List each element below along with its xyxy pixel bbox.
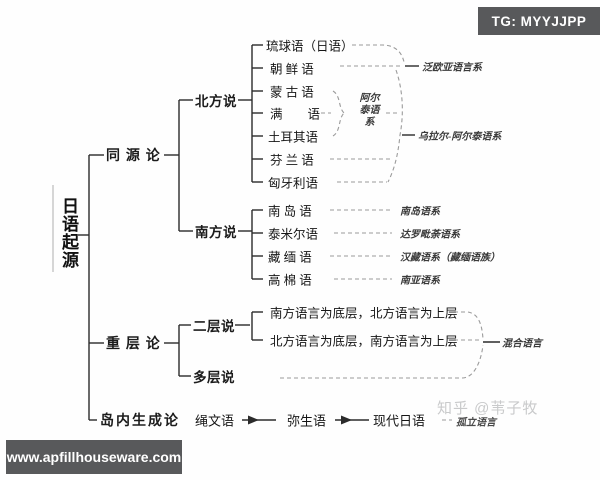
arrowhead-icon <box>248 415 259 425</box>
node-family-ural-altaic: 乌拉尔-阿尔泰语系 <box>418 131 502 143</box>
zhihu-watermark: 知乎 @苇子牧 <box>437 400 539 417</box>
node-homology-theory: 同 源 论 <box>106 147 161 163</box>
node-family-transeurasian: 泛欧亚语言系 <box>422 62 482 74</box>
node-north-theory: 北方说 <box>195 94 237 109</box>
node-stage-modern-japanese: 现代日语 <box>373 413 426 429</box>
node-layering-theory: 重 层 论 <box>106 335 161 351</box>
arrowhead-icon <box>341 415 352 425</box>
node-south-family: 南岛语系 <box>400 206 440 218</box>
node-stage-jomon: 绳文语 <box>195 413 235 429</box>
node-south-language: 南 岛 语 <box>268 204 312 219</box>
node-south-family: 达罗毗荼语系 <box>400 229 460 241</box>
node-north-language: 匈牙利语 <box>268 176 319 191</box>
dashed-grouping-lines <box>280 44 484 421</box>
node-mixed-language-result: 混合语言 <box>502 338 542 350</box>
node-north-language: 蒙 古 语 <box>270 85 314 100</box>
node-north-language: 琉球语（日语） <box>266 39 354 54</box>
node-north-language: 满 语 <box>270 107 321 122</box>
node-south-theory: 南方说 <box>195 225 237 240</box>
node-south-language: 泰米尔语 <box>268 227 319 242</box>
node-north-language: 芬 兰 语 <box>270 153 314 168</box>
node-stage-yayoi: 弥生语 <box>287 413 327 429</box>
telegram-badge: TG: MYYJJPP <box>478 7 600 35</box>
node-isolated-language-result: 孤立语言 <box>456 417 496 429</box>
node-south-language: 藏 缅 语 <box>268 250 312 265</box>
node-south-language: 高 棉 语 <box>268 273 312 288</box>
node-root: 日语起源 <box>59 197 78 269</box>
node-layer-option: 北方语言为底层，南方语言为上层 <box>270 334 458 349</box>
node-insular-theory: 岛内生成论 <box>100 412 180 428</box>
node-family-altaic: 阿尔泰语系 <box>359 93 380 128</box>
node-north-language: 土耳其语 <box>268 130 319 145</box>
website-badge: www.apfillhouseware.com <box>6 440 182 474</box>
node-north-language: 朝 鲜 语 <box>270 62 314 77</box>
node-two-layer-theory: 二层说 <box>193 319 235 334</box>
tree-branch-lines <box>78 44 500 421</box>
node-south-family: 汉藏语系（藏缅语族） <box>400 252 500 264</box>
node-multi-layer-theory: 多层说 <box>193 370 235 385</box>
node-south-family: 南亚语系 <box>400 275 440 287</box>
node-layer-option: 南方语言为底层，北方语言为上层 <box>270 306 458 321</box>
